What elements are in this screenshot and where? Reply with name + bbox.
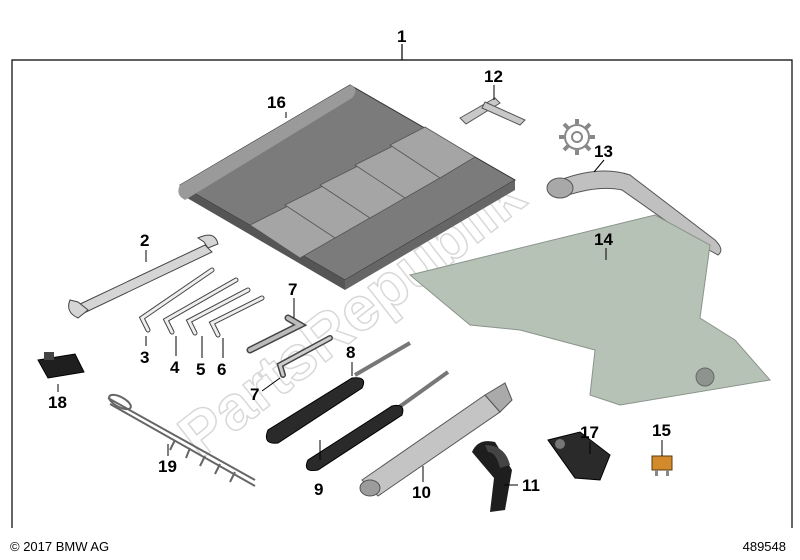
open-end-wrench	[68, 234, 219, 319]
connector-plug	[37, 352, 85, 379]
holder-clip	[472, 441, 512, 512]
screwdriver-large	[305, 370, 450, 471]
label-16: 16	[267, 93, 286, 112]
label-9: 9	[314, 480, 323, 499]
label-4: 4	[170, 358, 180, 377]
label-14: 14	[594, 230, 613, 249]
fuse	[651, 455, 673, 476]
label-15: 15	[652, 421, 671, 440]
hex-keys-pair	[246, 314, 333, 378]
callout-labels: 1 16 12 13 14 2 3 4 5 6 7 7 8 9 10 11 17…	[48, 27, 671, 502]
tool-tray	[178, 84, 516, 290]
label-5: 5	[196, 360, 205, 379]
label-7-bottom: 7	[250, 385, 259, 404]
copyright-text: © 2017 BMW AG	[10, 539, 110, 554]
label-1: 1	[397, 27, 406, 46]
label-6: 6	[217, 360, 226, 379]
label-3: 3	[140, 348, 149, 367]
assembly-bracket	[11, 44, 793, 528]
screwdriver-small	[265, 341, 412, 444]
leader-lines	[57, 85, 663, 486]
label-11: 11	[522, 476, 540, 495]
tool-pouch	[408, 214, 771, 406]
gear-icon	[559, 119, 595, 155]
label-10: 10	[412, 483, 431, 502]
label-19: 19	[158, 457, 177, 476]
hex-keys-fill	[140, 268, 264, 337]
label-7-top: 7	[288, 280, 297, 299]
label-8: 8	[346, 343, 355, 362]
label-12: 12	[484, 67, 503, 86]
label-2: 2	[140, 231, 149, 250]
label-13: 13	[594, 142, 613, 161]
hex-keys	[138, 267, 265, 338]
diagram-reference-number: 489548	[742, 539, 786, 554]
handle-extension	[359, 382, 513, 497]
label-17: 17	[580, 423, 599, 442]
fuse-puller	[459, 97, 526, 126]
label-18: 18	[48, 393, 67, 412]
bracket-clip	[547, 431, 611, 481]
cable-strap	[107, 393, 256, 487]
